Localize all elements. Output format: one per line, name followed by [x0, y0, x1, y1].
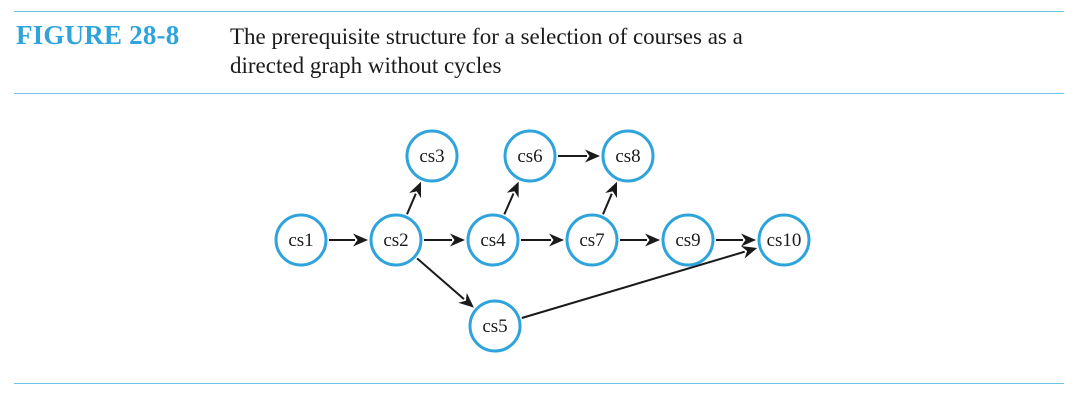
arrowhead-icon — [549, 233, 564, 247]
edge-cs7-cs9 — [620, 233, 660, 247]
node-cs4: cs4 — [466, 213, 520, 267]
node-label: cs4 — [480, 230, 506, 251]
arrowhead-icon — [585, 149, 600, 163]
caption-line-1: The prerequisite structure for a selecti… — [230, 24, 743, 49]
arrowhead-icon — [741, 233, 756, 247]
node-cs10: cs10 — [757, 213, 811, 267]
node-cs6: cs6 — [503, 129, 557, 183]
arrowhead-icon — [450, 233, 465, 247]
edge-line — [406, 193, 417, 215]
arrowhead-icon — [409, 181, 421, 199]
edge-line — [521, 250, 745, 319]
edge-line — [416, 257, 465, 300]
edge-cs7-cs8 — [602, 181, 617, 215]
node-cs7: cs7 — [565, 213, 619, 267]
node-cs2: cs2 — [369, 213, 423, 267]
edge-cs5-cs10 — [521, 246, 758, 319]
nodes-layer: cs1 cs2 cs3 cs4 cs5 cs6 cs7 cs8 cs9 cs10 — [274, 129, 811, 353]
node-circle — [661, 213, 715, 267]
edge-cs2-cs4 — [424, 233, 465, 247]
node-circle — [503, 129, 557, 183]
node-circle — [274, 213, 328, 267]
edge-cs2-cs3 — [406, 181, 421, 215]
arrowhead-icon — [353, 233, 368, 247]
node-label: cs1 — [288, 230, 313, 251]
node-circle — [468, 299, 522, 353]
bottom-rule — [14, 383, 1064, 384]
node-label: cs3 — [419, 146, 444, 167]
node-label: cs10 — [767, 230, 802, 251]
arrowhead-icon — [458, 292, 474, 308]
node-label: cs5 — [482, 316, 507, 337]
edge-cs4-cs7 — [521, 233, 564, 247]
arrowhead-icon — [740, 246, 758, 259]
node-circle — [565, 213, 619, 267]
node-label: cs2 — [383, 230, 408, 251]
edge-cs2-cs5 — [416, 257, 474, 308]
node-label: cs9 — [675, 230, 700, 251]
edge-cs4-cs6 — [503, 181, 519, 215]
node-cs3: cs3 — [405, 129, 459, 183]
node-label: cs6 — [517, 146, 542, 167]
edge-cs9-cs10 — [716, 233, 756, 247]
arrowhead-icon — [645, 233, 660, 247]
node-cs8: cs8 — [601, 129, 655, 183]
edge-line — [503, 193, 515, 215]
node-circle — [466, 213, 520, 267]
node-label: cs7 — [579, 230, 604, 251]
edge-cs1-cs2 — [329, 233, 368, 247]
figure-label: FIGURE 28-8 — [16, 20, 180, 50]
edge-line — [602, 193, 613, 215]
edges-layer — [329, 149, 758, 319]
node-circle — [369, 213, 423, 267]
node-circle — [405, 129, 459, 183]
caption-line-2: directed graph without cycles — [230, 53, 502, 78]
node-cs1: cs1 — [274, 213, 328, 267]
node-label: cs8 — [615, 146, 640, 167]
node-circle — [757, 213, 811, 267]
node-cs5: cs5 — [468, 299, 522, 353]
edge-cs6-cs8 — [558, 149, 600, 163]
arrowhead-icon — [605, 181, 617, 199]
figure-caption: The prerequisite structure for a selecti… — [230, 22, 870, 80]
node-circle — [601, 129, 655, 183]
node-cs9: cs9 — [661, 213, 715, 267]
arrowhead-icon — [506, 181, 519, 198]
top-rule — [14, 11, 1064, 12]
caption-divider — [14, 93, 1064, 94]
